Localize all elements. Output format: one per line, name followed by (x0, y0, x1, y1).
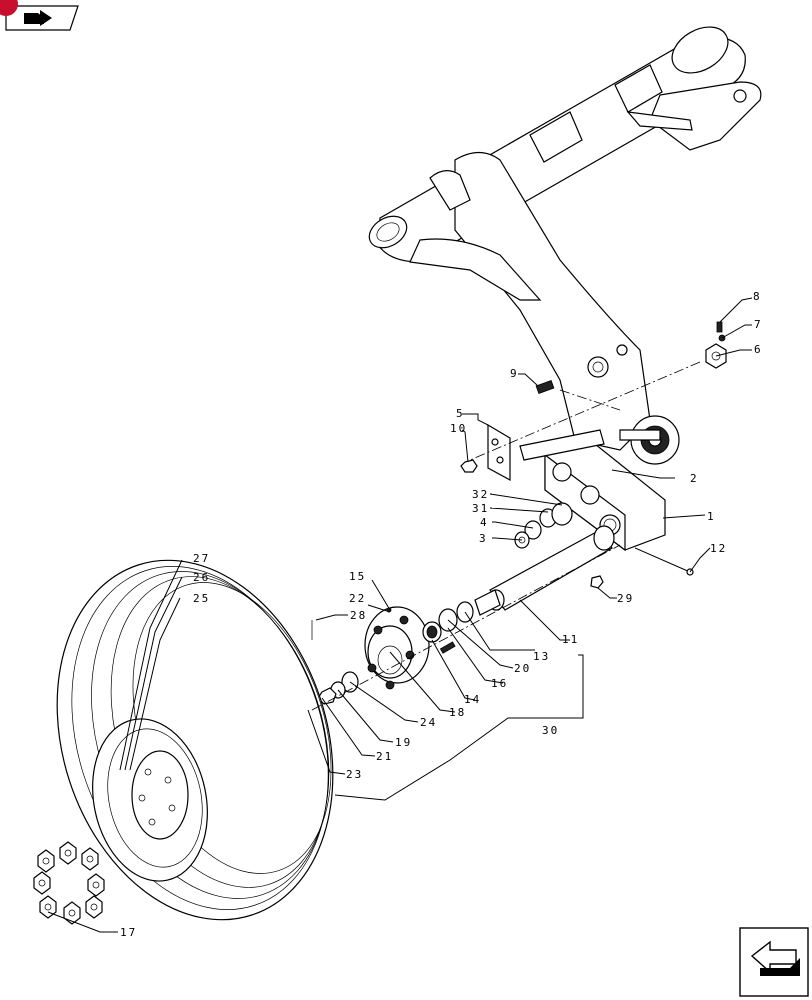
callout-27[interactable]: 27 (193, 552, 210, 565)
callout-13[interactable]: 13 (533, 650, 550, 663)
red-status-badge (0, 0, 18, 16)
callout-26[interactable]: 26 (193, 571, 210, 584)
book-with-arrow-icon (24, 10, 52, 26)
callout-labels: 1 2 3 4 31 32 5 10 6 7 8 9 11 12 13 14 1… (120, 290, 763, 939)
callout-14[interactable]: 14 (464, 693, 481, 706)
leader-lines (47, 297, 753, 933)
nut-10 (460, 459, 478, 473)
axle-block (519, 415, 680, 552)
callout-12[interactable]: 12 (710, 542, 727, 555)
callout-18[interactable]: 18 (449, 706, 466, 719)
wheel-hub (364, 606, 430, 690)
fittings-6-7-8 (705, 321, 727, 369)
next-page-arrow-icon (750, 940, 800, 976)
catalog-nav-button[interactable] (5, 5, 79, 31)
lug-nuts (33, 841, 105, 925)
callout-19[interactable]: 19 (395, 736, 412, 749)
bolt-9 (535, 379, 555, 395)
hub-bearings (422, 601, 474, 654)
callout-8[interactable]: 8 (753, 290, 762, 303)
callout-4[interactable]: 4 (480, 516, 489, 529)
callout-31[interactable]: 31 (472, 502, 489, 515)
callout-16[interactable]: 16 (491, 677, 508, 690)
next-page-button[interactable] (739, 927, 809, 997)
spindle-shaft (474, 525, 615, 616)
callout-15[interactable]: 15 (349, 570, 366, 583)
mounting-plate (487, 423, 511, 482)
callout-21[interactable]: 21 (376, 750, 393, 763)
callout-6[interactable]: 6 (754, 343, 763, 356)
nut-29 (590, 575, 604, 589)
callout-24[interactable]: 24 (420, 716, 437, 729)
callout-10[interactable]: 10 (450, 422, 467, 435)
callout-1[interactable]: 1 (707, 510, 716, 523)
callout-2[interactable]: 2 (690, 472, 699, 485)
callout-17[interactable]: 17 (120, 926, 137, 939)
bearing-set-upper (514, 502, 573, 549)
callout-25[interactable]: 25 (193, 592, 210, 605)
callout-28[interactable]: 28 (350, 609, 367, 622)
callout-23[interactable]: 23 (346, 768, 363, 781)
callout-5[interactable]: 5 (456, 407, 465, 420)
callout-32[interactable]: 32 (472, 488, 489, 501)
callout-7[interactable]: 7 (754, 318, 763, 331)
frame-beam-assembly (368, 26, 762, 451)
callout-9[interactable]: 9 (510, 367, 519, 380)
callout-29[interactable]: 29 (617, 592, 634, 605)
callout-3[interactable]: 3 (479, 532, 488, 545)
callout-22[interactable]: 22 (349, 592, 366, 605)
wheel-tire (56, 559, 334, 921)
callout-11[interactable]: 11 (562, 633, 579, 646)
callout-20[interactable]: 20 (514, 662, 531, 675)
callout-30[interactable]: 30 (542, 724, 559, 737)
long-bolt-12 (634, 547, 694, 576)
